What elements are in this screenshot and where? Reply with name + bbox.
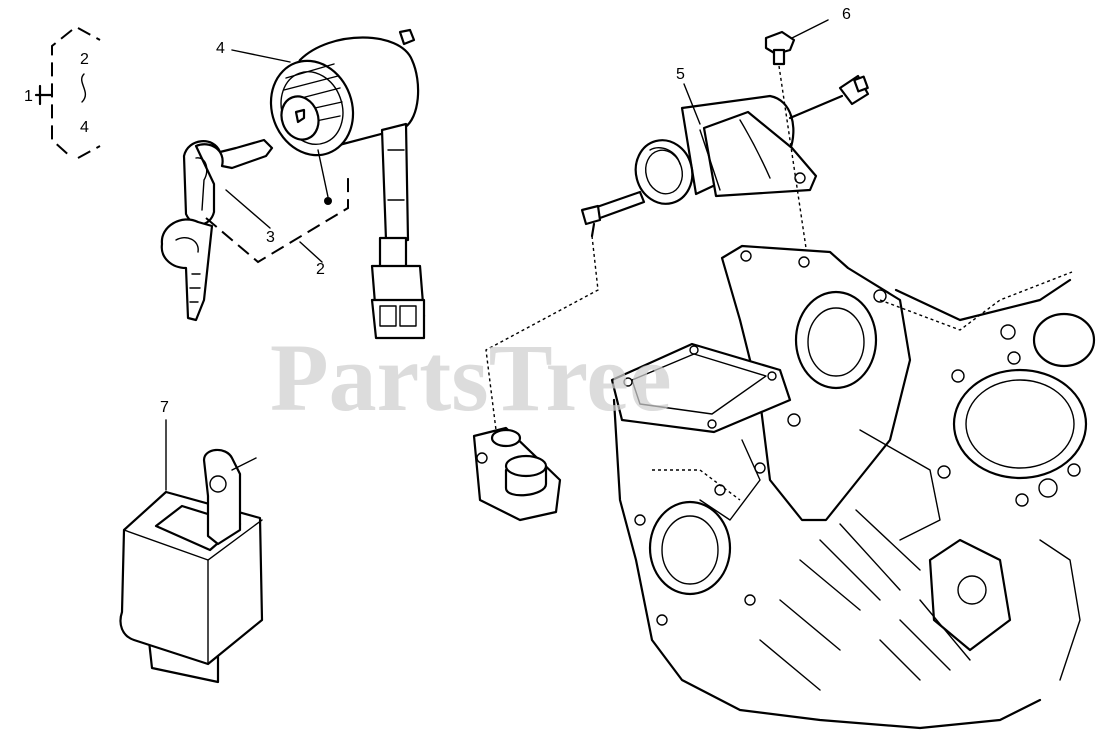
leader-2	[299, 241, 323, 263]
callout-1: 1	[24, 88, 33, 105]
callout-4-bracket: 4	[80, 119, 89, 136]
relay	[119, 419, 264, 684]
callout-2-bracket: 2	[80, 51, 89, 68]
leader-3	[225, 189, 271, 229]
stop-solenoid	[580, 74, 870, 238]
watermark: PartsTree	[270, 324, 672, 431]
leader-5	[683, 83, 701, 125]
leader-4	[231, 49, 291, 63]
callout-7: 7	[160, 399, 169, 416]
group-bracket-2	[205, 174, 349, 264]
callout-5: 5	[676, 66, 685, 83]
callout-4: 4	[216, 40, 225, 57]
engine-block	[610, 244, 1096, 730]
callout-6: 6	[842, 6, 851, 23]
ignition-keys	[160, 138, 274, 322]
stop-lever	[472, 426, 562, 522]
callout-3: 3	[266, 229, 275, 246]
bolt	[764, 19, 829, 249]
key-switch-body	[269, 28, 426, 340]
callout-2: 2	[316, 261, 325, 278]
group-bracket-1	[34, 27, 101, 159]
